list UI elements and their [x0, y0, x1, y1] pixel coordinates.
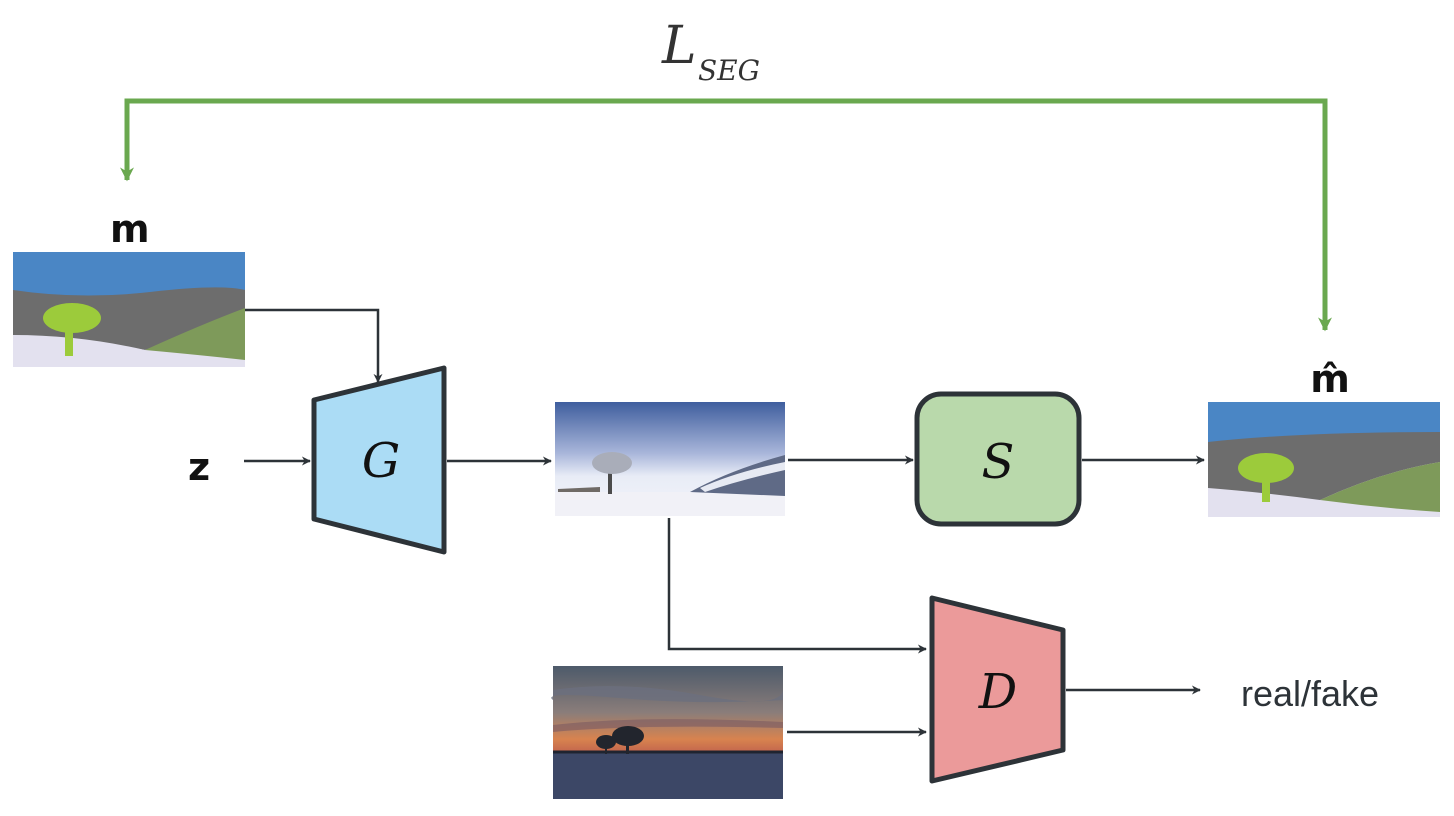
segmenter-label: S [982, 434, 1015, 490]
output-label: real/fake [1241, 673, 1379, 714]
loss-symbol: L [661, 16, 697, 76]
input-mask-image [13, 252, 245, 367]
noise-label: z [188, 445, 210, 489]
mask-label: m [110, 207, 150, 251]
generated-to-discriminator-arrow [667, 518, 927, 654]
loss-subscript: SEG [698, 54, 760, 87]
discriminator-block [929, 595, 1066, 784]
predicted-mask-label: m̂ [1310, 357, 1350, 401]
discriminator-label: D [978, 664, 1017, 720]
generated-image [555, 402, 785, 516]
generator-block [311, 365, 447, 555]
segmenter-block [914, 391, 1082, 527]
real-image [551, 666, 783, 799]
loss-feedback-arrow [120, 98, 1332, 332]
generator-label: G [362, 433, 400, 489]
mask-to-generator-arrow [245, 308, 383, 383]
predicted-mask-image [1208, 402, 1440, 517]
